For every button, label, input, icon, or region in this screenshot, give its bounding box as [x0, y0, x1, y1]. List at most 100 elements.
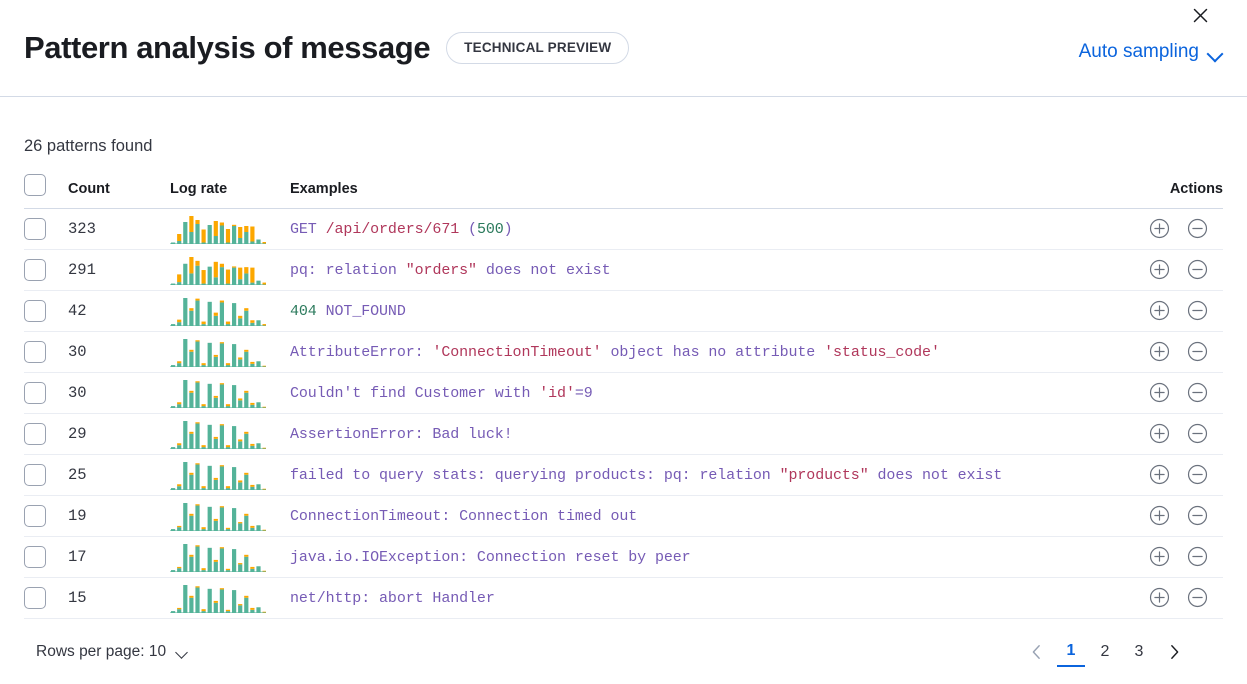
- minus-in-circle-icon[interactable]: [1187, 259, 1209, 281]
- patterns-body: 26 patterns found Count Log rate Example…: [0, 97, 1247, 667]
- minus-in-circle-icon[interactable]: [1187, 587, 1209, 609]
- minus-in-circle-icon[interactable]: [1187, 505, 1209, 527]
- row-checkbox[interactable]: [24, 300, 46, 322]
- row-select-cell: [24, 413, 68, 455]
- title-group: Pattern analysis of message TECHNICAL PR…: [24, 29, 630, 65]
- row-select-cell: [24, 372, 68, 414]
- plus-in-circle-icon[interactable]: [1149, 218, 1171, 240]
- row-checkbox[interactable]: [24, 546, 46, 568]
- log-rate-cell: [170, 290, 290, 332]
- actions-cell: [1103, 536, 1223, 578]
- plus-in-circle-icon[interactable]: [1149, 505, 1171, 527]
- auto-sampling-button[interactable]: Auto sampling: [1079, 41, 1223, 63]
- row-checkbox[interactable]: [24, 218, 46, 240]
- minus-in-circle-icon[interactable]: [1187, 341, 1209, 363]
- actions-cell: [1103, 372, 1223, 414]
- minus-in-circle-icon[interactable]: [1187, 300, 1209, 322]
- plus-in-circle-icon[interactable]: [1149, 300, 1171, 322]
- row-checkbox[interactable]: [24, 505, 46, 527]
- plus-in-circle-icon[interactable]: [1149, 382, 1171, 404]
- actions-cell: [1103, 577, 1223, 619]
- log-rate-cell: [170, 454, 290, 496]
- actions-cell: [1103, 454, 1223, 496]
- minus-in-circle-icon[interactable]: [1187, 464, 1209, 486]
- plus-in-circle-icon[interactable]: [1149, 259, 1171, 281]
- table-row: 15 net/http: abort Handler: [24, 577, 1223, 619]
- rows-per-page-button[interactable]: Rows per page: 10: [36, 643, 190, 661]
- example-cell: failed to query stats: querying products…: [290, 454, 1103, 496]
- example-cell: net/http: abort Handler: [290, 577, 1103, 619]
- auto-sampling-label: Auto sampling: [1078, 41, 1199, 62]
- example-cell: AttributeError: 'ConnectionTimeout' obje…: [290, 331, 1103, 373]
- technical-preview-badge: TECHNICAL PREVIEW: [446, 32, 630, 64]
- page-title: Pattern analysis of message: [24, 29, 431, 65]
- select-all-checkbox[interactable]: [24, 174, 46, 196]
- log-rate-sparkline: [170, 296, 290, 326]
- rows-per-page-label: Rows per page: 10: [36, 643, 167, 660]
- plus-in-circle-icon[interactable]: [1149, 423, 1171, 445]
- chevron-right-icon[interactable]: [1159, 637, 1189, 667]
- minus-in-circle-icon[interactable]: [1187, 546, 1209, 568]
- row-checkbox[interactable]: [24, 423, 46, 445]
- minus-in-circle-icon[interactable]: [1187, 382, 1209, 404]
- example-text: pq: relation "orders" does not exist: [290, 262, 611, 279]
- row-select-cell: [24, 495, 68, 537]
- log-rate-cell: [170, 413, 290, 455]
- row-select-cell: [24, 208, 68, 250]
- log-rate-sparkline: [170, 378, 290, 408]
- page-number-2[interactable]: 2: [1100, 643, 1110, 660]
- plus-in-circle-icon[interactable]: [1149, 546, 1171, 568]
- count-value: 291: [68, 261, 96, 279]
- minus-in-circle-icon[interactable]: [1187, 218, 1209, 240]
- chevron-down-icon: [176, 648, 190, 656]
- row-checkbox[interactable]: [24, 341, 46, 363]
- actions-cell: [1103, 413, 1223, 455]
- count-cell: 15: [68, 577, 170, 619]
- column-header-count[interactable]: Count: [68, 174, 170, 209]
- row-select-cell: [24, 331, 68, 373]
- example-cell: java.io.IOException: Connection reset by…: [290, 536, 1103, 578]
- table-body: 323 GET /api/orders/671 (500) 291 pq: relat…: [24, 208, 1223, 619]
- example-cell: GET /api/orders/671 (500): [290, 208, 1103, 250]
- minus-in-circle-icon[interactable]: [1187, 423, 1209, 445]
- example-cell: pq: relation "orders" does not exist: [290, 249, 1103, 291]
- count-cell: 42: [68, 290, 170, 332]
- count-value: 323: [68, 220, 96, 238]
- count-value: 42: [68, 302, 87, 320]
- example-text: Couldn't find Customer with 'id'=9: [290, 385, 593, 402]
- close-icon[interactable]: [1187, 2, 1213, 28]
- row-checkbox[interactable]: [24, 259, 46, 281]
- log-rate-sparkline: [170, 337, 290, 367]
- plus-in-circle-icon[interactable]: [1149, 464, 1171, 486]
- count-value: 30: [68, 384, 87, 402]
- row-select-cell: [24, 290, 68, 332]
- page-number-1[interactable]: 1: [1057, 637, 1085, 667]
- example-text: java.io.IOException: Connection reset by…: [290, 549, 691, 566]
- log-rate-sparkline: [170, 501, 290, 531]
- log-rate-cell: [170, 331, 290, 373]
- count-value: 17: [68, 548, 87, 566]
- log-rate-sparkline: [170, 255, 290, 285]
- count-value: 29: [68, 425, 87, 443]
- column-header-examples[interactable]: Examples: [290, 174, 1103, 209]
- table-row: 291 pq: relation "orders" does not exist: [24, 249, 1223, 291]
- flyout-header: Pattern analysis of message TECHNICAL PR…: [0, 0, 1247, 97]
- chevron-left-icon[interactable]: [1021, 637, 1051, 667]
- row-checkbox[interactable]: [24, 587, 46, 609]
- page-number-3[interactable]: 3: [1134, 643, 1144, 660]
- row-checkbox[interactable]: [24, 464, 46, 486]
- column-header-log-rate[interactable]: Log rate: [170, 174, 290, 209]
- row-select-cell: [24, 536, 68, 578]
- row-checkbox[interactable]: [24, 382, 46, 404]
- plus-in-circle-icon[interactable]: [1149, 341, 1171, 363]
- actions-cell: [1103, 290, 1223, 332]
- log-rate-cell: [170, 208, 290, 250]
- plus-in-circle-icon[interactable]: [1149, 587, 1171, 609]
- row-select-cell: [24, 249, 68, 291]
